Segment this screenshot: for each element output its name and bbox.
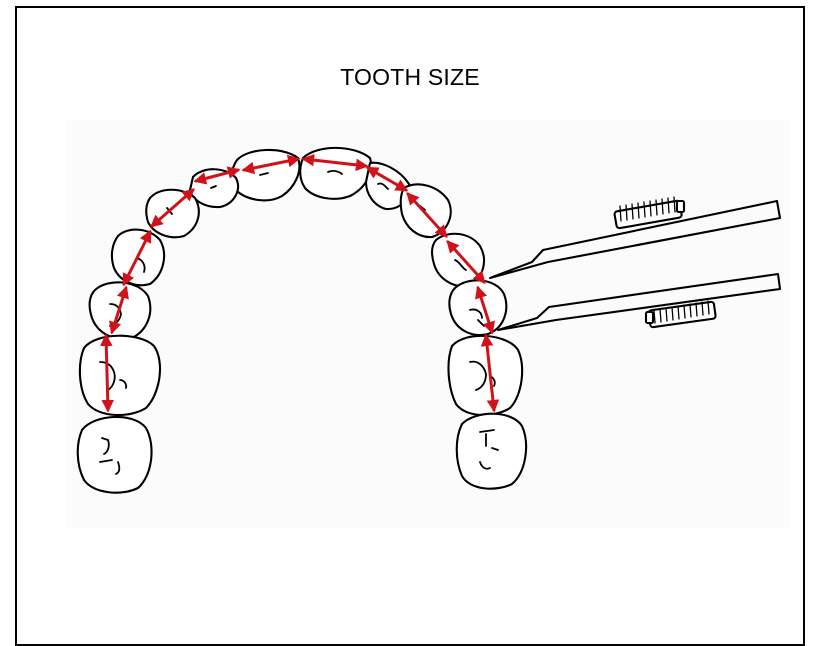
tooth-outline <box>78 417 152 493</box>
caliper-instrument <box>490 197 780 330</box>
tooth-outline <box>300 148 371 199</box>
tooth-outline <box>432 234 484 287</box>
teeth-outlines <box>78 148 526 493</box>
caliper-lower-beam <box>498 274 780 330</box>
dental-arch-illustration <box>0 0 820 623</box>
tooth-outline <box>232 150 300 200</box>
upper-adjustment-screw <box>614 197 684 229</box>
lower-adjustment-screw <box>646 301 716 328</box>
tooth-outline <box>457 414 526 489</box>
tooth-outline <box>80 336 160 415</box>
tooth-outline <box>401 184 451 237</box>
